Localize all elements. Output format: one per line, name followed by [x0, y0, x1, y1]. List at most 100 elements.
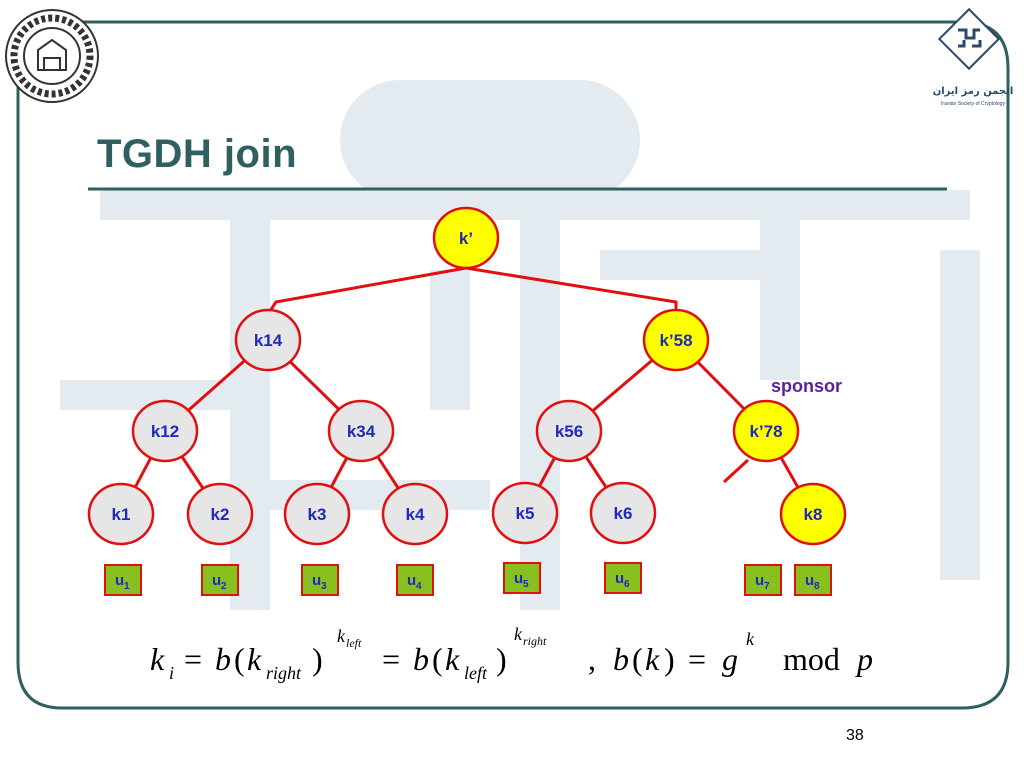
tree-node-k56: k56: [535, 399, 603, 463]
page-number: 38: [846, 727, 864, 744]
user-box-label-u1: u: [115, 572, 124, 589]
tree-node-label-k12: k12: [151, 422, 179, 441]
tree-node-shape-k8: [779, 482, 847, 546]
tree-node-k4: k4: [381, 482, 449, 546]
tree-node-shape-k34: [327, 399, 395, 463]
tree-node-shape-k12: [131, 399, 199, 463]
formula-paren-open-1: (: [234, 641, 245, 677]
tree-node-label-k14: k14: [254, 331, 283, 350]
tree-node-label-root: k’: [459, 229, 473, 248]
tree-node-label-k58: k’58: [659, 331, 692, 350]
user-box-label-u7: u: [755, 572, 764, 589]
user-box-sub-u2: 2: [221, 581, 227, 592]
formula-b-3: b: [613, 641, 629, 677]
user-box-shape-u8: [794, 564, 832, 596]
formula-paren-close-1: ): [312, 641, 323, 677]
user-box-sub-u5: 5: [523, 579, 529, 590]
tree-node-shape-root: [432, 206, 500, 270]
tree-node-label-k6: k6: [614, 504, 633, 523]
tree-node-label-k1: k1: [112, 505, 131, 524]
formula-comma: ,: [588, 641, 596, 677]
formula-g: g: [722, 641, 738, 677]
tree-node-k5: k5: [491, 481, 559, 545]
tree-node-shape-k14: [234, 308, 302, 372]
tree-node-label-k4: k4: [406, 505, 425, 524]
user-box-label-u3: u: [312, 572, 321, 589]
tree-node-shape-k5: [491, 481, 559, 545]
user-box-shape-u6: [604, 562, 642, 594]
user-box-shape-u1: [104, 564, 142, 596]
tree-node-shape-k2: [186, 482, 254, 546]
formula-paren-open-3: (: [632, 641, 643, 677]
tree-node-k3: k3: [283, 482, 351, 546]
tree-node-shape-k6: [589, 481, 657, 545]
formula-paren-close-2: ): [496, 641, 507, 677]
tree-node-k12: k12: [131, 399, 199, 463]
formula-paren-open-2: (: [432, 641, 443, 677]
user-box-label-u5: u: [514, 570, 523, 587]
org-caption-sub: Iranian Society of Cryptology: [941, 101, 1005, 107]
tree-node-k34: k34: [327, 399, 395, 463]
user-box-shape-u2: [201, 564, 239, 596]
formula-k: k: [150, 641, 165, 677]
formula-exp-sub-left: left: [346, 636, 362, 650]
user-box-shape-u7: [744, 564, 782, 596]
tree-node-k58: k’58: [642, 308, 710, 372]
formula-exp-k-3: k: [746, 629, 755, 649]
formula-k-right: k: [247, 641, 262, 677]
formula-exp-k-1: k: [337, 626, 346, 646]
formula-k-arg: k: [645, 641, 660, 677]
tree-node-label-k3: k3: [308, 505, 327, 524]
user-box-sub-u3: 3: [321, 581, 327, 592]
formula-eq-2: =: [382, 641, 400, 677]
user-box-label-u8: u: [805, 572, 814, 589]
user-box-sub-u8: 8: [814, 581, 820, 592]
tree-node-k6: k6: [589, 481, 657, 545]
formula-exp-k-2: k: [514, 624, 523, 644]
user-box-sub-u1: 1: [124, 581, 130, 592]
org-caption: انجمن رمز ایران: [932, 86, 1014, 97]
tree-node-shape-k56: [535, 399, 603, 463]
tree-node-label-k5: k5: [516, 504, 535, 523]
formula-sub-i: i: [169, 663, 174, 683]
sponsor-annotation: sponsor: [771, 376, 843, 396]
user-box-sub-u6: 6: [624, 579, 630, 590]
tree-nodes: k’ k14 k’58 k12 k34 k56 k’78 k1 k2 k3 k4 k5 k6 k8: [87, 206, 847, 546]
tree-node-label-k78: k’78: [749, 422, 782, 441]
key-formula: k i = b ( k right ) k left = b ( k left …: [150, 624, 873, 683]
user-box-shape-u5: [503, 562, 541, 594]
tree-node-label-k8: k8: [804, 505, 823, 524]
formula-eq-3: =: [688, 641, 706, 677]
user-box-sub-u7: 7: [764, 581, 770, 592]
tree-node-root: k’: [432, 206, 500, 270]
tree-node-k78: k’78: [732, 399, 800, 463]
tree-node-shape-k4: [381, 482, 449, 546]
slide-title: TGDH join: [97, 132, 298, 176]
user-box-label-u6: u: [615, 570, 624, 587]
formula-k-left: k: [445, 641, 460, 677]
tree-node-k1: k1: [87, 482, 155, 546]
tree-node-k2: k2: [186, 482, 254, 546]
edge-k78-stub: [722, 458, 750, 484]
formula-b-2: b: [413, 641, 429, 677]
formula-exp-sub-right: right: [523, 634, 547, 648]
formula-paren-close-3: ): [664, 641, 675, 677]
tree-node-k14: k14: [234, 308, 302, 372]
tree-node-label-k56: k56: [555, 422, 583, 441]
formula-sub-right: right: [266, 663, 302, 683]
tree-node-k8: k8: [779, 482, 847, 546]
formula-sub-left: left: [464, 663, 488, 683]
formula-mod: mod: [783, 641, 840, 677]
tree-node-shape-k1: [87, 482, 155, 546]
